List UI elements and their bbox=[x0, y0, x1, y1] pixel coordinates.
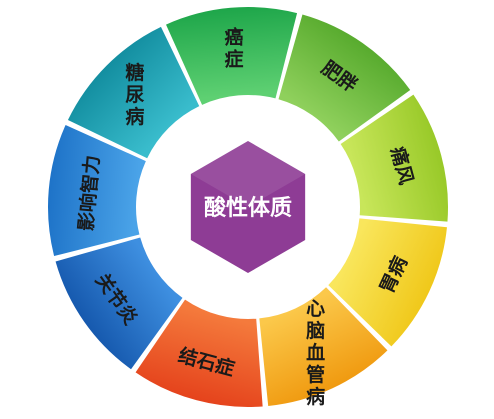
segments-layer bbox=[48, 7, 448, 407]
center-hexagon: 酸性体质 bbox=[190, 141, 306, 273]
wheel-segment bbox=[259, 287, 388, 406]
wheel-segment bbox=[166, 7, 298, 105]
wheel-segment bbox=[278, 14, 411, 142]
segment-label: 癌症 bbox=[225, 26, 244, 71]
segment-label: 糖尿病 bbox=[125, 61, 144, 128]
wheel-segment bbox=[55, 237, 183, 370]
wheel-segment bbox=[328, 218, 447, 347]
segment-label: 心脑血管病 bbox=[305, 298, 325, 408]
wheel-segment bbox=[48, 125, 146, 257]
center-label: 酸性体质 bbox=[204, 196, 292, 221]
wheel-segment bbox=[340, 94, 448, 222]
wheel-segment bbox=[135, 299, 263, 407]
wheel-segment bbox=[67, 26, 200, 159]
